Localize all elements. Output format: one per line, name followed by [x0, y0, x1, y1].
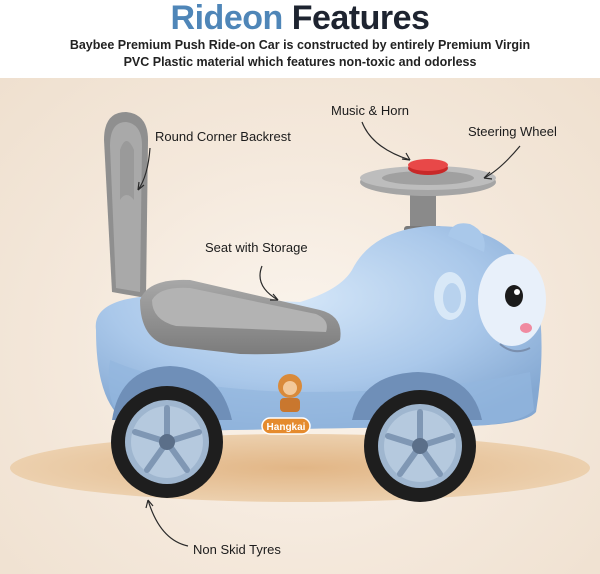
leader-seat [259, 265, 279, 301]
rear-wheel [111, 386, 223, 498]
page-subtitle: Baybee Premium Push Ride-on Car is const… [30, 37, 570, 71]
title-part-features: Features [291, 0, 430, 37]
backrest [104, 112, 148, 298]
callout-round-corner-backrest: Round Corner Backrest [155, 129, 291, 144]
leader-tyres [147, 499, 189, 547]
leader-music-horn [361, 121, 411, 161]
leader-backrest [137, 147, 151, 191]
page-title: Rideon Features [0, 0, 600, 38]
callout-leaders [137, 121, 521, 547]
floor-shadow [10, 434, 590, 502]
callout-seat-with-storage: Seat with Storage [205, 240, 308, 255]
header: Rideon Features Baybee Premium Push Ride… [0, 0, 600, 78]
callout-steering-wheel: Steering Wheel [468, 124, 557, 139]
front-wheel [364, 390, 476, 502]
decal-brand-text: Hangkai [267, 422, 306, 433]
callout-non-skid-tyres: Non Skid Tyres [193, 542, 281, 557]
leader-steering [483, 145, 521, 179]
seat [140, 279, 341, 355]
callout-music-horn: Music & Horn [331, 103, 410, 118]
bear-eye [505, 285, 523, 307]
subtitle-line-2: PVC Plastic material which features non-… [123, 55, 477, 69]
monkey-decal: Hangkai [261, 374, 311, 435]
steering-assembly [360, 159, 496, 242]
bear-face [434, 223, 546, 353]
subtitle-line-1: Baybee Premium Push Ride-on Car is const… [69, 38, 531, 52]
bear-nose [520, 323, 532, 333]
title-part-rideon: Rideon [170, 0, 284, 37]
